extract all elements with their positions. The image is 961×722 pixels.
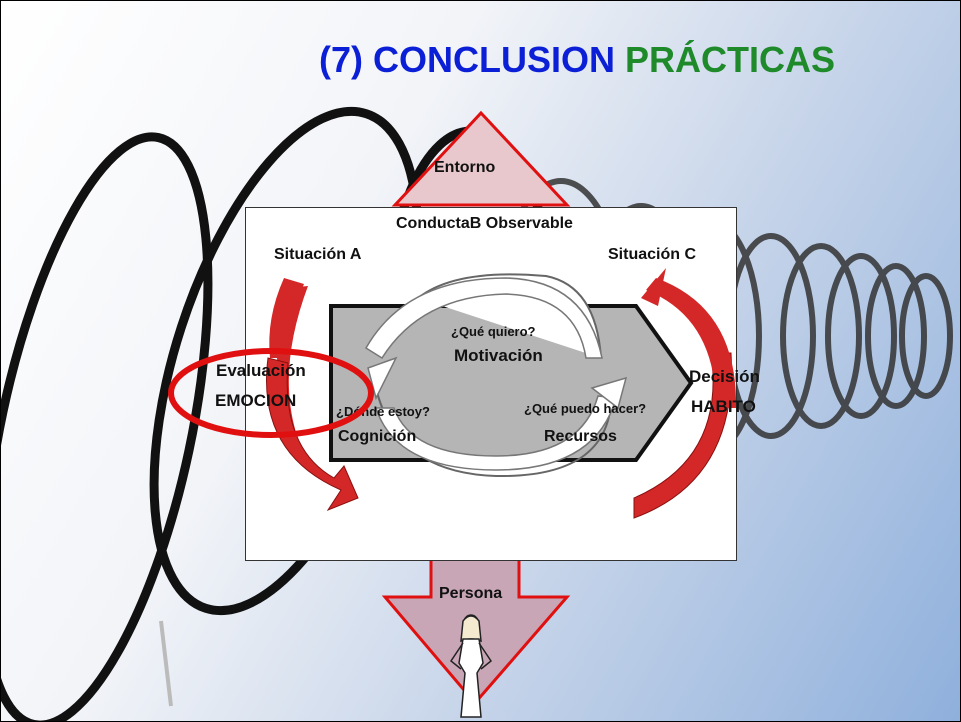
environment-label: Entorno — [434, 159, 496, 176]
environment-up-arrow — [391, 110, 571, 207]
emotion-label: EMOCION — [215, 391, 297, 410]
situation-a-label: Situación A — [274, 246, 362, 263]
observable-behavior-label: ConductaB Observable — [396, 215, 573, 232]
slide-title: (7) CONCLUSION PRÁCTICAS — [319, 39, 835, 81]
situation-c-label: Situación C — [608, 246, 697, 263]
motivation-label: Motivación — [454, 346, 543, 365]
motivation-question-label: ¿Qué quiero? — [451, 324, 536, 339]
title-part-2: PRÁCTICAS — [625, 39, 836, 80]
person-label: Persona — [439, 585, 503, 602]
decision-label: Decisión — [689, 367, 760, 386]
resources-question-label: ¿Qué puedo hacer? — [524, 401, 647, 416]
resources-label: Recursos — [544, 428, 617, 445]
title-part-1: (7) CONCLUSION — [319, 39, 615, 80]
behavior-diagram-panel: ConductaB Observable Situación A Situaci… — [245, 207, 737, 561]
habit-label: HABITO — [691, 397, 756, 416]
emotion-highlight-ellipse — [168, 348, 374, 438]
evaluation-label: Evaluación — [216, 361, 306, 380]
behavior-diagram — [266, 268, 736, 519]
woman-figure-icon — [449, 614, 493, 718]
cognition-label: Cognición — [338, 428, 417, 445]
